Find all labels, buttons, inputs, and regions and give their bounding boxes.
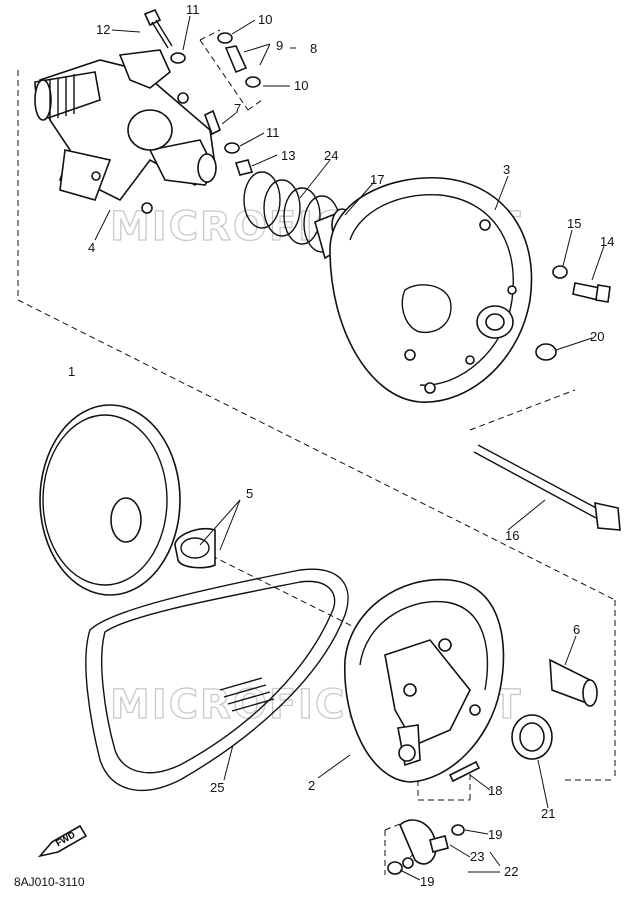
cover-cap-part: [329, 177, 533, 403]
callout-4: 4: [88, 240, 95, 255]
spider-hub-part: [34, 49, 217, 214]
callout-5: 5: [246, 486, 253, 501]
washer-bolt-parts: [535, 265, 611, 361]
callout-11-top: 11: [186, 2, 200, 17]
callout-3: 3: [503, 162, 510, 177]
callout-7: 7: [234, 101, 241, 116]
callout-25: 25: [210, 780, 224, 795]
callout-labels: 12 11 10 9 8 10 7 11 13 24 17 3 15 14 4 …: [68, 2, 614, 889]
callout-6: 6: [573, 622, 580, 637]
callout-19-bottom: 19: [420, 874, 434, 889]
callout-12: 12: [96, 22, 110, 37]
bushing-part: [174, 527, 216, 569]
callout-19-top: 19: [488, 827, 502, 842]
movable-sheave-part: [344, 578, 505, 783]
seal-part: [511, 714, 553, 760]
callout-1: 1: [68, 364, 75, 379]
pin-part: [448, 760, 481, 783]
callout-21: 21: [541, 806, 555, 821]
callout-9: 9: [276, 38, 283, 53]
callout-23: 23: [470, 849, 484, 864]
long-bolt-part: [473, 444, 621, 531]
drawing-code: 8AJ010-3110: [14, 875, 85, 889]
callout-10-bottom: 10: [294, 78, 308, 93]
callout-16: 16: [505, 528, 519, 543]
leader-lines: [94, 15, 605, 881]
fwd-arrow-icon: FWD: [37, 824, 88, 858]
callout-17: 17: [370, 172, 384, 187]
callout-8: 8: [310, 41, 317, 56]
callout-22: 22: [504, 864, 518, 879]
callout-20: 20: [590, 329, 604, 344]
fixed-sheave-part: [39, 404, 181, 596]
callout-14: 14: [600, 234, 614, 249]
v-belt-part: [85, 568, 349, 792]
callout-18: 18: [488, 783, 502, 798]
callout-11-bottom: 11: [266, 125, 280, 140]
callout-2: 2: [308, 778, 315, 793]
callout-24: 24: [324, 148, 338, 163]
small-parts-top: [143, 8, 261, 176]
callout-10-top: 10: [258, 12, 272, 27]
weight-kit-parts: [387, 819, 465, 875]
assembly-guide-lines: [17, 29, 616, 875]
callout-13: 13: [281, 148, 295, 163]
callout-15: 15: [567, 216, 581, 231]
sleeve-part: [549, 658, 598, 707]
